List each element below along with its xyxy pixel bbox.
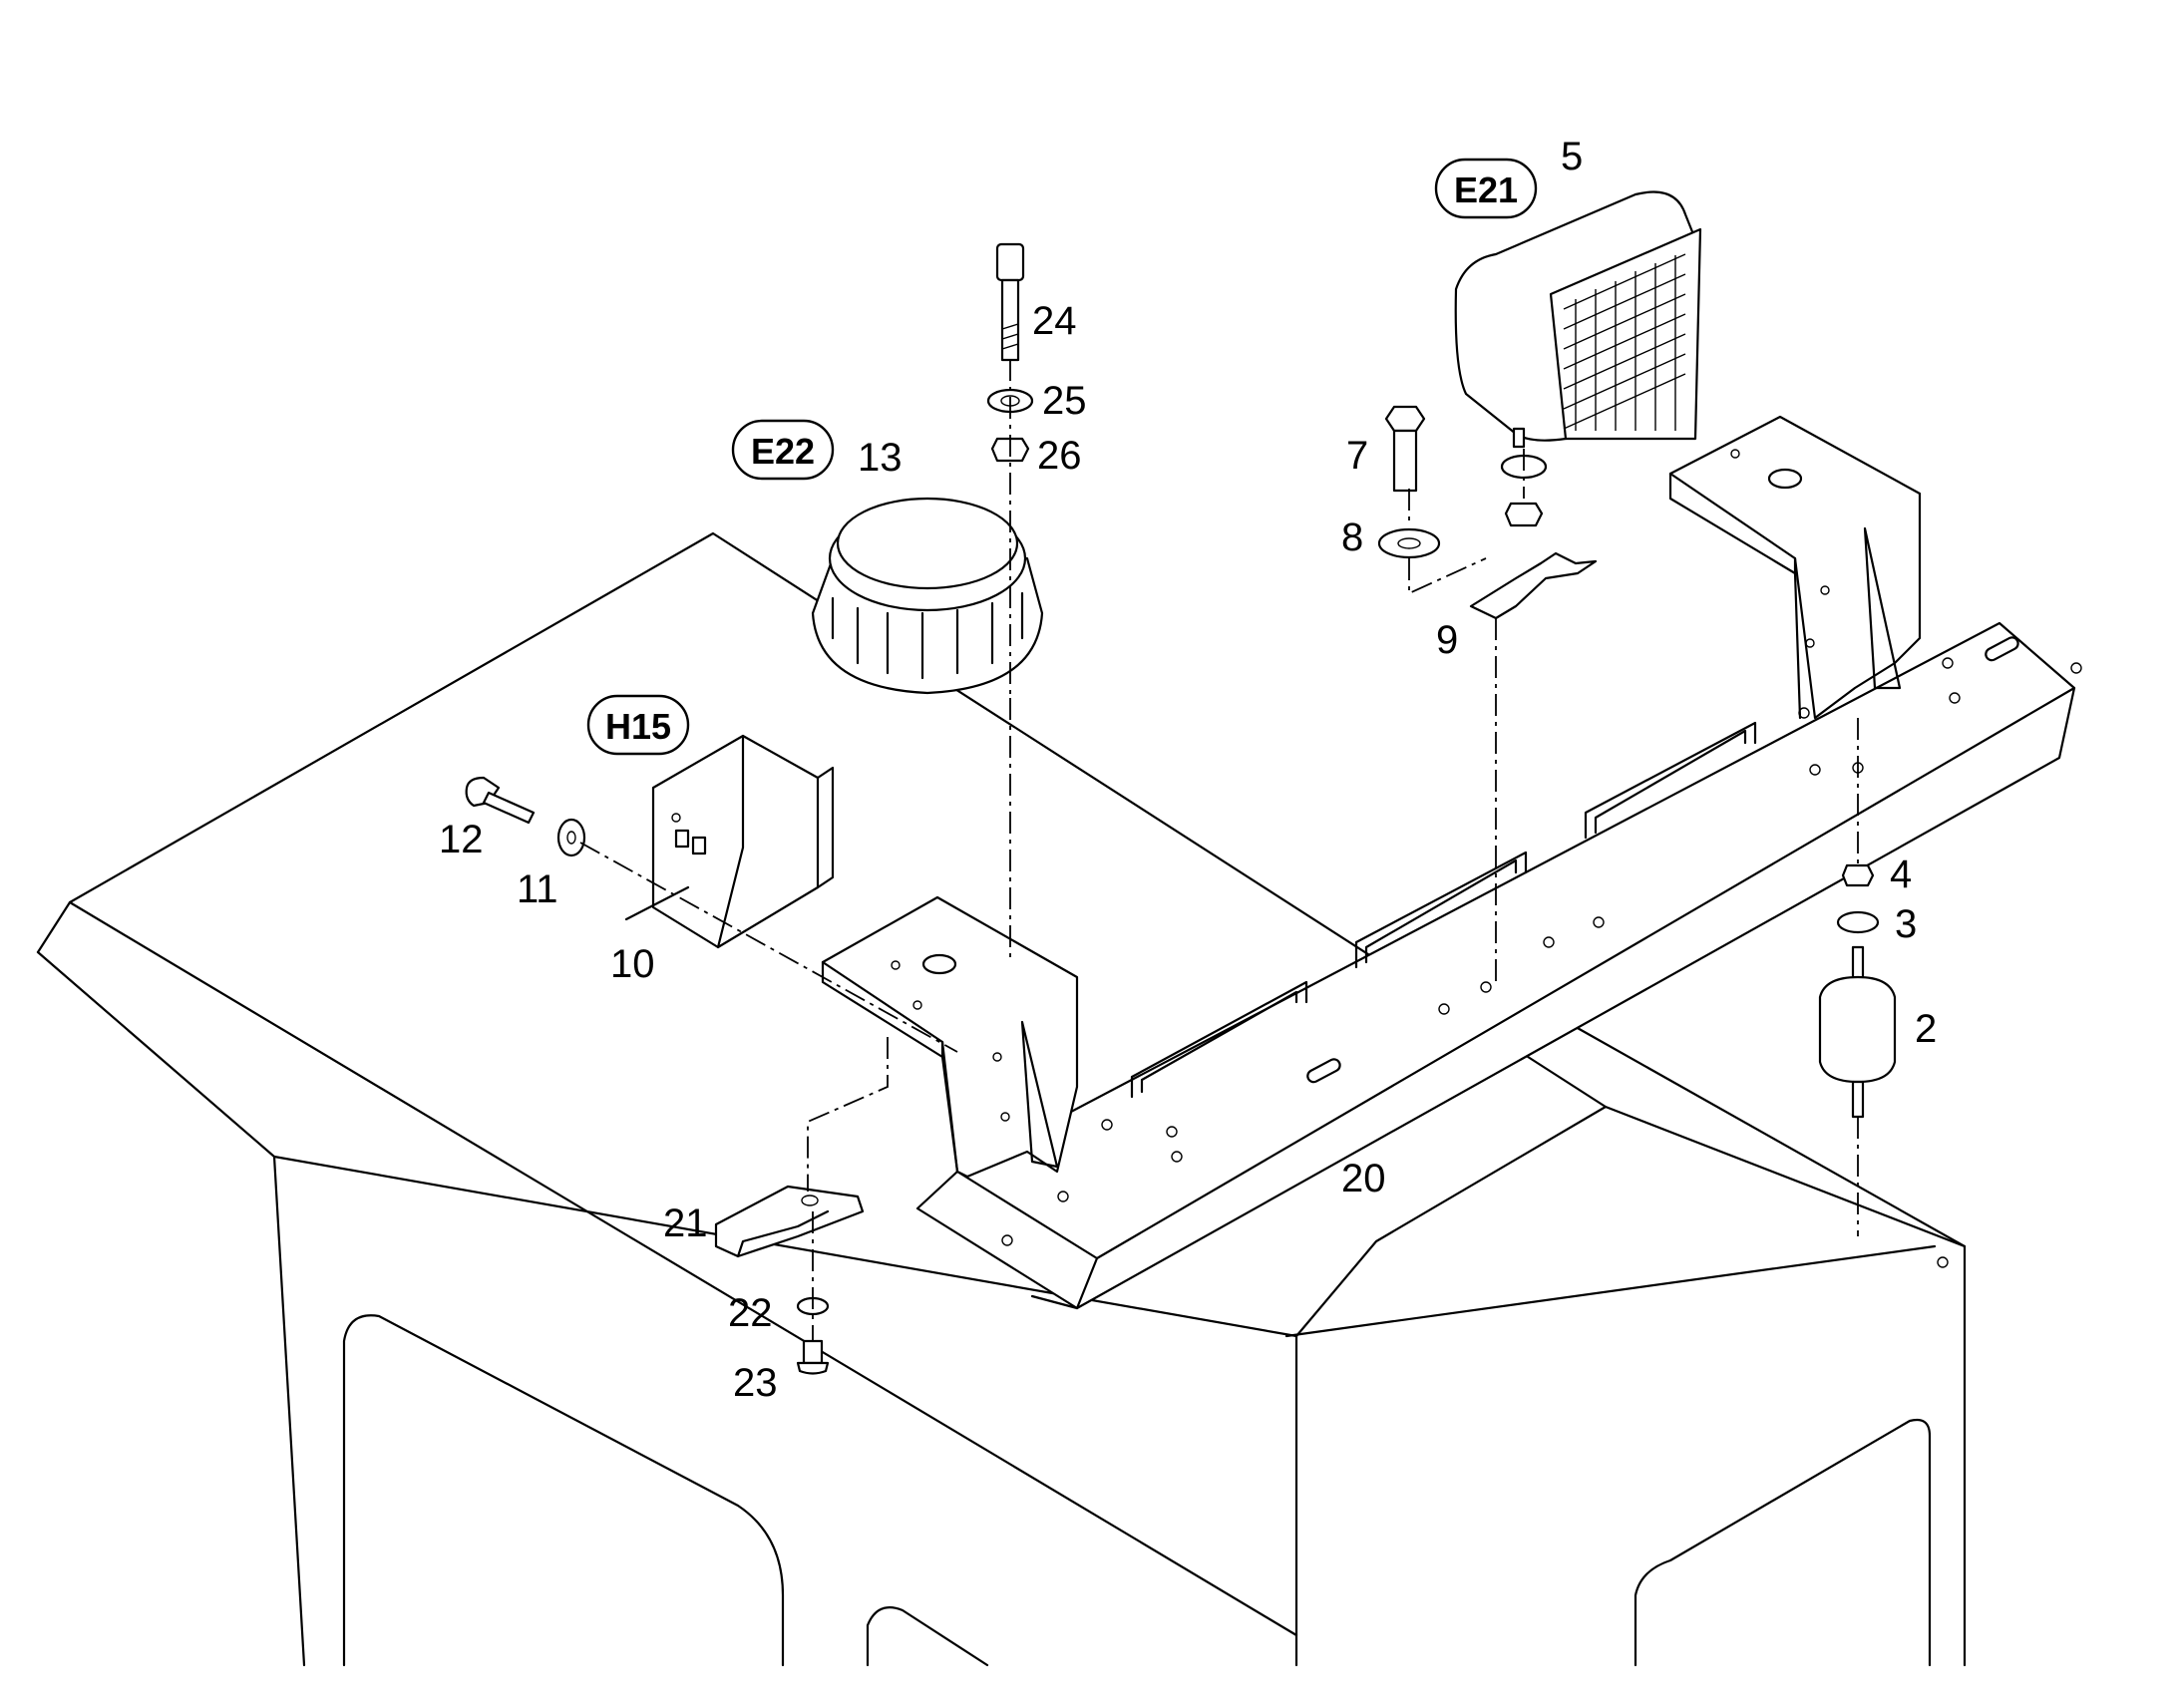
nut-4 xyxy=(1841,863,1875,887)
ref-badge-e21: E21 xyxy=(1434,158,1538,219)
right-bracket xyxy=(1668,415,1922,720)
work-light xyxy=(1454,190,1702,449)
beacon-light xyxy=(811,497,1044,695)
mounting-bar xyxy=(915,621,2082,1310)
callout-9: 9 xyxy=(1436,618,1458,662)
light-grille xyxy=(1563,253,1686,431)
callout-4: 4 xyxy=(1890,853,1912,896)
washer-11 xyxy=(556,818,586,857)
callout-7: 7 xyxy=(1346,434,1368,478)
callout-11: 11 xyxy=(517,867,558,911)
left-bracket xyxy=(821,895,1079,1179)
bolt-7 xyxy=(1384,405,1426,493)
clip-21 xyxy=(714,1185,865,1258)
callout-labels: 5 24 25 26 13 7 8 9 12 11 10 4 3 2 20 21… xyxy=(439,135,1937,1405)
washer-3 xyxy=(1836,910,1880,934)
bolt-24 xyxy=(995,242,1025,362)
callout-21: 21 xyxy=(663,1201,708,1245)
ref-label-e22: E22 xyxy=(751,431,815,472)
callout-13: 13 xyxy=(858,436,903,480)
screw-12 xyxy=(465,776,536,825)
washer-8 xyxy=(1377,527,1441,559)
cab-body xyxy=(36,531,1967,1667)
callout-8: 8 xyxy=(1341,515,1363,559)
ref-label-h15: H15 xyxy=(605,706,671,747)
relay-box xyxy=(624,734,835,949)
callout-5: 5 xyxy=(1561,135,1583,178)
mounting-bracket-9 xyxy=(1469,551,1598,620)
rubber-mount-2 xyxy=(1818,945,1897,1119)
callout-25: 25 xyxy=(1042,379,1087,423)
callout-12: 12 xyxy=(439,818,484,861)
callout-3: 3 xyxy=(1895,902,1917,946)
callout-2: 2 xyxy=(1915,1007,1937,1051)
callout-23: 23 xyxy=(733,1361,778,1405)
ref-badge-e22: E22 xyxy=(731,419,835,481)
callout-26: 26 xyxy=(1037,434,1082,478)
callout-22: 22 xyxy=(728,1291,773,1335)
ref-badge-h15: H15 xyxy=(586,694,690,756)
nut-light xyxy=(1504,502,1544,527)
callout-24: 24 xyxy=(1032,299,1077,343)
assembly-guide-lines xyxy=(579,359,1859,1341)
callout-10: 10 xyxy=(610,942,655,986)
screw-23 xyxy=(796,1339,830,1375)
callout-20: 20 xyxy=(1341,1157,1386,1200)
ref-label-e21: E21 xyxy=(1454,170,1518,210)
